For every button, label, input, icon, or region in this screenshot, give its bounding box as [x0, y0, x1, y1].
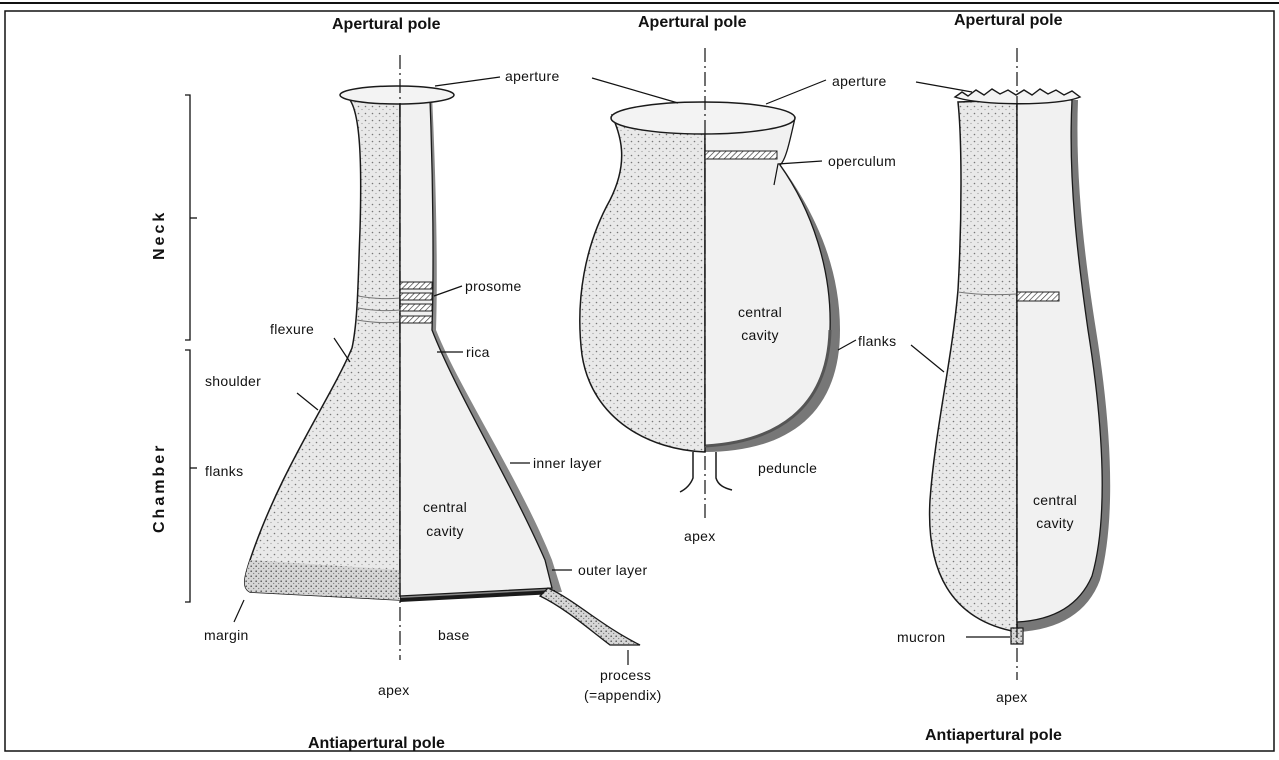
appendix-label: (=appendix)	[584, 688, 662, 702]
left-central-label: central	[410, 500, 480, 514]
prosome-ring	[400, 293, 432, 300]
prosome-label: prosome	[465, 279, 522, 293]
region-brackets	[185, 95, 197, 602]
left-cavity-label: cavity	[410, 524, 480, 538]
margin-label: margin	[204, 628, 249, 642]
middle-apertural-pole-label: Apertural pole	[638, 15, 746, 31]
prosome-ring	[400, 304, 432, 311]
middle-half-exterior	[580, 115, 705, 452]
middle-flanks-label: flanks	[858, 334, 896, 348]
operculum-label: operculum	[828, 154, 896, 168]
left-flanks-label: flanks	[205, 464, 243, 478]
right-apertural-pole-label: Apertural pole	[954, 13, 1062, 29]
right-central-label: central	[1015, 493, 1095, 507]
chamber-label: Chamber	[152, 443, 168, 533]
middle-central-label: central	[725, 305, 795, 319]
peduncle-shape	[680, 452, 732, 492]
rica-label: rica	[466, 345, 490, 359]
middle-specimen	[580, 48, 840, 520]
outer-layer-label: outer layer	[578, 563, 647, 577]
right-specimen	[930, 48, 1111, 680]
right-apex-label: apex	[996, 690, 1028, 704]
middle-apex-label: apex	[684, 529, 716, 543]
middle-aperture-rim	[611, 102, 795, 134]
left-antiapertural-pole-label: Antiapertural pole	[308, 736, 445, 752]
right-half-exterior	[930, 100, 1017, 632]
neck-bracket	[185, 95, 190, 340]
mucron-label: mucron	[897, 630, 945, 644]
right-half-section	[1017, 100, 1102, 622]
left-aperture-label: aperture	[505, 69, 560, 83]
right-aperture-label: aperture	[832, 74, 887, 88]
middle-cavity-label: cavity	[725, 328, 795, 342]
left-apertural-pole-label: Apertural pole	[332, 17, 440, 33]
shoulder-label: shoulder	[205, 374, 261, 388]
right-cavity-label: cavity	[1015, 516, 1095, 530]
right-collar-band	[1017, 292, 1059, 301]
chamber-bracket	[185, 350, 190, 602]
prosome-ring	[400, 282, 432, 289]
right-antiapertural-pole-label: Antiapertural pole	[925, 728, 1062, 744]
peduncle-label: peduncle	[758, 461, 817, 475]
left-process	[540, 588, 640, 645]
operculum-bar	[705, 151, 777, 159]
process-label: process	[600, 668, 651, 682]
left-half-exterior	[245, 100, 400, 600]
base-label: base	[438, 628, 470, 642]
inner-layer-label: inner layer	[533, 456, 602, 470]
neck-label: Neck	[152, 210, 168, 260]
flexure-label: flexure	[270, 322, 314, 336]
left-aperture-rim	[340, 86, 454, 104]
prosome-ring	[400, 316, 432, 323]
left-apex-label: apex	[378, 683, 410, 697]
